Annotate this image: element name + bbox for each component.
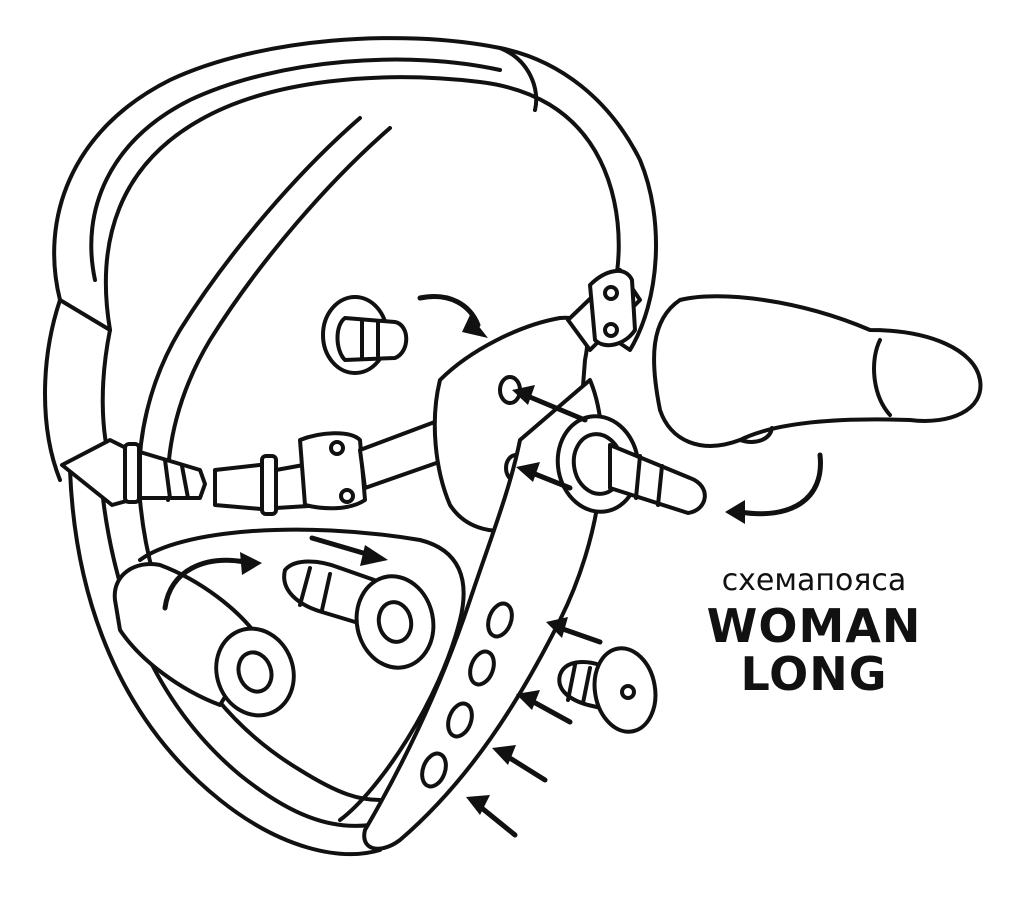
arrows [162, 294, 823, 838]
right-strap-clip [566, 268, 642, 352]
caption-subtitle: схемапояса [722, 563, 907, 598]
back-strap [137, 116, 392, 502]
dildo [652, 294, 983, 448]
strap-buckle [60, 438, 327, 516]
sleeve [112, 562, 296, 718]
pouch-outline [138, 527, 466, 822]
waist-belt [52, 36, 658, 352]
lower-plug [282, 559, 436, 670]
caption-line-1: WOMAN [707, 599, 922, 653]
side-plug [557, 646, 658, 734]
top-plug [321, 295, 409, 375]
caption-line-2: LONG [740, 647, 887, 701]
side-connector [298, 418, 447, 511]
caption: схемапояса WOMAN LONG [707, 563, 922, 701]
front-plug [555, 414, 707, 515]
crotch-strap [362, 378, 605, 851]
